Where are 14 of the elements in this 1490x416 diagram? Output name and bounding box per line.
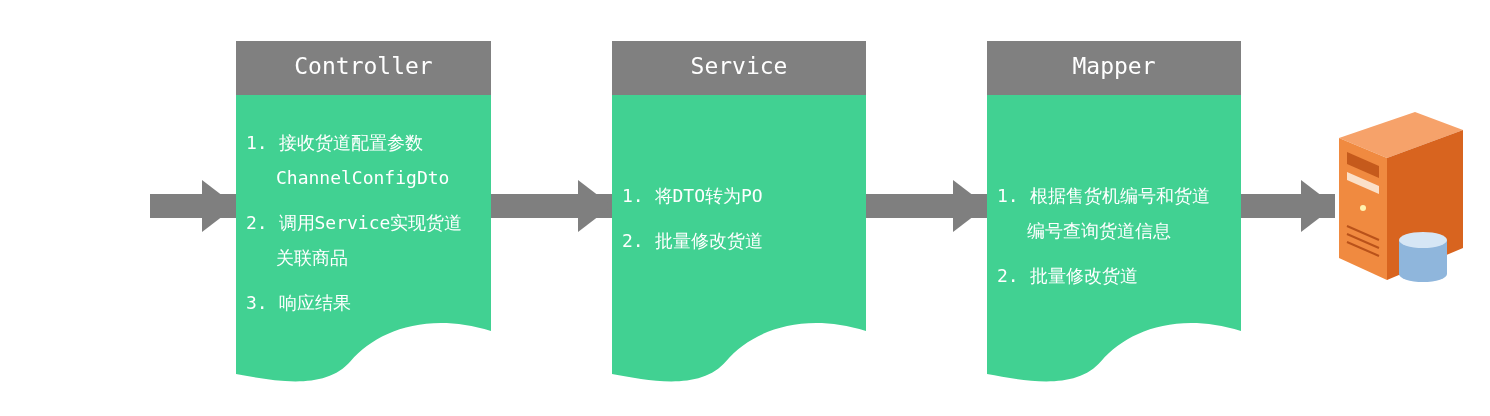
arrow (1241, 180, 1335, 232)
arrow (150, 180, 236, 232)
panel-heading: Service (689, 53, 789, 79)
panel-heading: Controller (293, 53, 434, 79)
list-item: 1. 根据售货机编号和货道编号查询货道信息 (997, 184, 1211, 243)
list-item: 1. 接收货道配置参数ChannelConfigDto (246, 131, 451, 190)
arrow (491, 180, 612, 232)
list-item: 1. 将DTO转为PO (622, 184, 764, 208)
list-item: 2. 调用Service实现货道关联商品 (246, 211, 464, 270)
list-item: 2. 批量修改货道 (997, 264, 1139, 288)
list-item: 3. 响应结果 (246, 291, 352, 315)
arrow (866, 180, 987, 232)
panel-heading: Mapper (1071, 53, 1157, 79)
list-item: 2. 批量修改货道 (622, 229, 764, 253)
